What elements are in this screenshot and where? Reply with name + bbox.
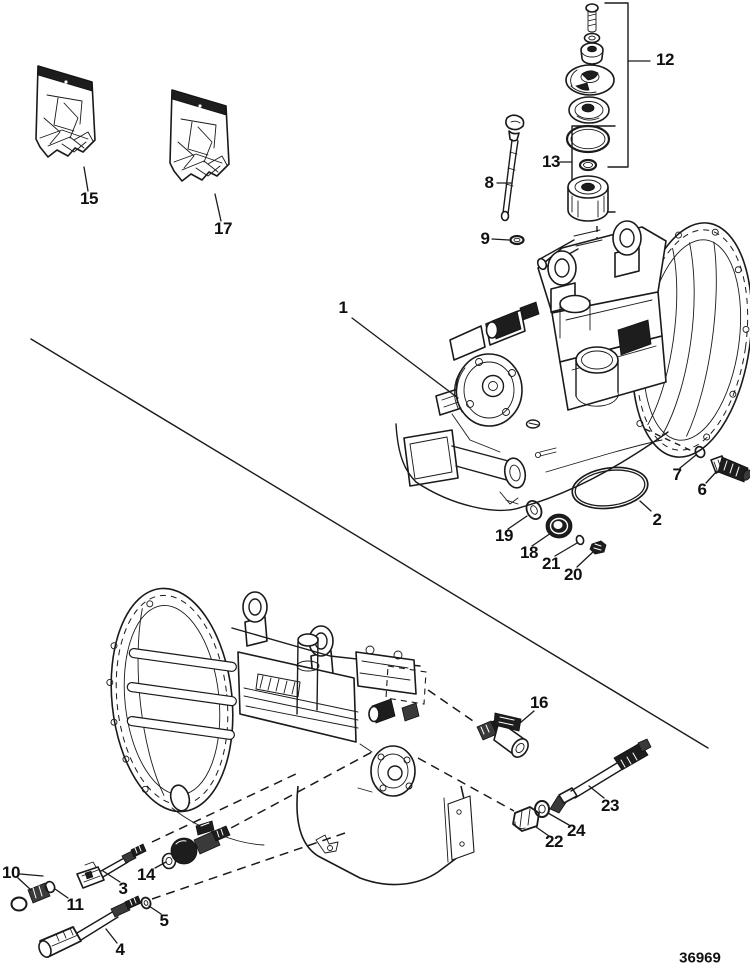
housing-ribs (126, 647, 237, 740)
bell-housing-bottom (106, 587, 234, 813)
solenoid-14 (161, 820, 231, 870)
callout-21: 21 (542, 554, 560, 573)
housing-bottom-edge (521, 431, 669, 508)
o-ring-5 (140, 896, 152, 910)
info-label-plate (255, 673, 301, 698)
washer-19 (525, 499, 543, 521)
bracket-12 (604, 2, 629, 168)
callout-10: 10 (2, 863, 20, 882)
standpipe (296, 633, 320, 715)
front-mount (403, 429, 527, 505)
callout-20: 20 (564, 565, 582, 584)
callout-3: 3 (118, 879, 128, 898)
hydraulic-pump (435, 301, 540, 453)
callout-7: 7 (672, 465, 682, 484)
callout-14: 14 (137, 865, 155, 884)
callout-24: 24 (567, 821, 585, 840)
callout-12: 12 (656, 50, 674, 69)
sender-22 (512, 806, 540, 832)
oil-filter-element (567, 175, 609, 222)
callout-1: 1 (338, 298, 348, 317)
fitting-6 (710, 455, 750, 483)
o-ring-21 (575, 534, 585, 546)
drawing-number: 36969 (679, 949, 721, 967)
housing-foot (169, 784, 191, 812)
callout-9: 9 (480, 229, 490, 248)
separator-line (30, 338, 709, 749)
filter-boss (575, 346, 619, 407)
lifting-eye-top-2 (612, 220, 642, 278)
o-ring-11 (44, 880, 56, 894)
callout-15: 15 (80, 189, 98, 208)
mounted-solenoid-1 (368, 698, 396, 724)
sensor-23 (549, 738, 652, 814)
filter-cover-plate (565, 64, 615, 96)
callout-17: 17 (214, 219, 232, 238)
filter-seal-ring (578, 158, 598, 172)
callout-22: 22 (545, 832, 563, 851)
transmission-assembly-bottom (106, 587, 475, 886)
valve-block (355, 645, 427, 705)
filter-cover-bolt (585, 3, 599, 33)
mounted-solenoid-2 (401, 702, 420, 722)
callout-2: 2 (652, 510, 662, 529)
sensor-4 (38, 895, 142, 958)
filter-o-ring (565, 124, 611, 154)
callout-13: 13 (542, 152, 560, 171)
leader-lines (17, 166, 718, 944)
callout-19: 19 (495, 526, 513, 545)
output-housing (296, 785, 475, 886)
bolt-washer (583, 32, 601, 44)
parts-bag-17 (169, 89, 230, 182)
callout-18: 18 (520, 543, 538, 562)
callout-23: 23 (601, 796, 619, 815)
filter-base-plate (568, 96, 610, 124)
parts-bag-15 (35, 65, 96, 158)
callout-8: 8 (484, 173, 494, 192)
dash-line-sensor3 (151, 771, 301, 843)
dipstick-o-ring (509, 234, 525, 246)
dash-line-sender22 (417, 757, 515, 812)
filter-cover-cap (580, 42, 604, 65)
drain-valve-16 (476, 712, 529, 758)
callout-4: 4 (115, 940, 125, 959)
dash-line-valve16 (427, 689, 477, 724)
callout-6: 6 (697, 480, 707, 499)
dipstick (500, 114, 525, 222)
output-flange (357, 743, 416, 797)
o-ring-7 (694, 445, 706, 459)
oil-filter-stack (559, 2, 651, 352)
washer-24 (534, 800, 550, 818)
callout-11: 11 (66, 895, 84, 914)
sensor-3 (76, 843, 147, 889)
transmission-assembly-top (395, 220, 750, 511)
bushing-18 (545, 513, 573, 539)
callout-16: 16 (530, 693, 548, 712)
plug-10 (10, 882, 51, 912)
data-plate (617, 319, 652, 356)
callout-5: 5 (159, 911, 169, 930)
lifting-eye-bottom-1 (242, 591, 268, 647)
dash-line-sensor4 (151, 832, 346, 900)
o-ring-2 (571, 466, 649, 510)
